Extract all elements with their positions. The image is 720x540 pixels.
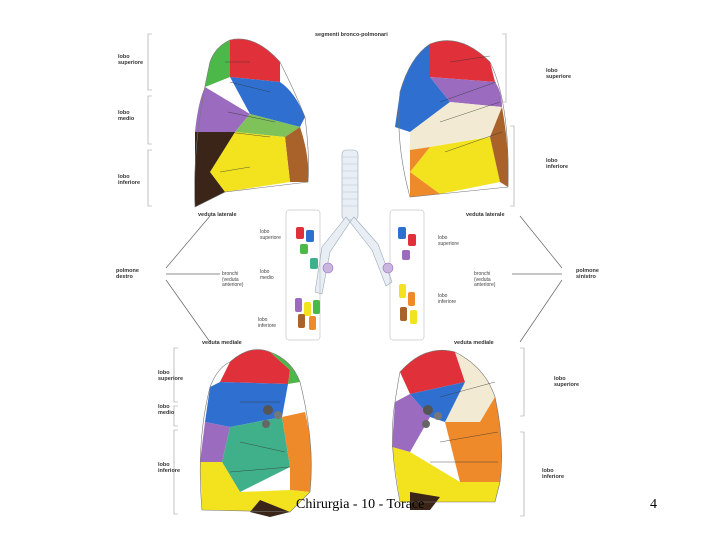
label-bronchi-lobo-inferiore-right: lobo inferiore — [258, 317, 277, 329]
label-lobo-superiore-bottom-left: lobo superiore — [158, 370, 184, 383]
right-lung-lateral — [194, 38, 309, 208]
label-bronchi-veduta-anteriore-right: bronchi (veduta anteriore) — [222, 271, 244, 288]
segment-cream-medial-left — [445, 352, 495, 422]
segment-red-medial-left — [400, 350, 465, 394]
bronchial-tree — [285, 149, 425, 341]
left-lung-lateral — [395, 40, 509, 198]
label-lobo-inferiore-top-right: lobo inferiore — [546, 158, 569, 171]
label-polmone-destro: polmone destro — [116, 268, 139, 281]
segment-posterior-green — [205, 40, 230, 87]
label-bronchi-lobo-medio-right: lobo medio — [260, 269, 274, 281]
pointer-arrows — [165, 215, 563, 343]
label-lobo-inferiore-bottom-left: lobo inferiore — [158, 462, 181, 475]
segment-medial-green — [235, 114, 300, 137]
label-bronchi-lobo-superiore-left: lobo superiore — [438, 235, 459, 247]
segment-superior-brown — [285, 127, 309, 182]
segment-brown-left — [490, 107, 509, 187]
segment-blue-medial — [205, 382, 288, 427]
segment-apical-red-left — [430, 40, 495, 82]
label-lobo-superiore-top-left: lobo superiore — [118, 54, 144, 67]
segment-dark-medial-left — [410, 492, 440, 510]
left-brackets — [147, 33, 525, 517]
segment-anterior-blue — [230, 77, 305, 127]
segment-blue-left — [395, 44, 450, 132]
lung-illustration — [147, 33, 563, 517]
left-lung-medial — [392, 349, 502, 510]
segment-orange-medial — [282, 412, 312, 492]
label-lobo-superiore-bottom-right: lobo superiore — [554, 376, 580, 389]
label-bronchi-veduta-anteriore-left: bronchi (veduta anteriore) — [474, 271, 496, 288]
label-veduta-mediale-left: veduta mediale — [202, 340, 242, 346]
segment-red-medial — [220, 349, 290, 384]
segment-purple-medial — [200, 422, 230, 462]
page-number: 4 — [650, 497, 657, 512]
segment-yellow-left — [410, 137, 500, 194]
segment-yellow-medial — [200, 462, 310, 512]
label-bronchi-lobo-inferiore-left: lobo inferiore — [438, 293, 457, 305]
label-lobo-inferiore-top-left: lobo inferiore — [118, 174, 141, 187]
segment-teal-medial — [222, 417, 290, 492]
segment-cream-left — [410, 102, 502, 150]
label-bronchi-lobo-superiore-right: lobo superiore — [260, 229, 281, 241]
segment-yellow-medial-left — [392, 447, 500, 502]
right-lung-medial — [199, 349, 312, 517]
segment-purple-left — [430, 77, 502, 107]
label-polmone-sinistro: polmone sinistro — [576, 268, 599, 281]
leader-lines — [219, 55, 503, 473]
label-veduta-laterale-left: veduta laterale — [198, 212, 237, 218]
segment-orange-medial-left — [445, 397, 502, 482]
segment-purple-medial-left — [392, 394, 430, 452]
segment-apical-red — [224, 38, 280, 82]
figure-title: segmenti bronco-polmonari — [315, 32, 388, 38]
segment-orange-left — [410, 147, 440, 197]
label-veduta-laterale-right: veduta laterale — [466, 212, 505, 218]
segment-blue-medial-left — [410, 382, 465, 422]
label-lobo-superiore-top-right: lobo superiore — [546, 68, 572, 81]
segment-green-medial — [270, 352, 300, 384]
lung-segments-figure: segmenti bronco-polmonari lobo superiore… — [110, 22, 600, 520]
footer-title: Chirurgia - 10 - Torace — [296, 497, 425, 512]
segment-basal-yellow — [210, 132, 290, 192]
label-lobo-medio-bottom-left: lobo medio — [158, 404, 175, 417]
segment-dark-medial — [250, 500, 290, 517]
label-veduta-mediale-right: veduta mediale — [454, 340, 494, 346]
label-lobo-inferiore-bottom-right: lobo inferiore — [542, 468, 565, 481]
segment-basal-dark — [195, 132, 235, 207]
label-lobo-medio-top-left: lobo medio — [118, 110, 135, 123]
segment-lateral-purple — [195, 87, 250, 132]
